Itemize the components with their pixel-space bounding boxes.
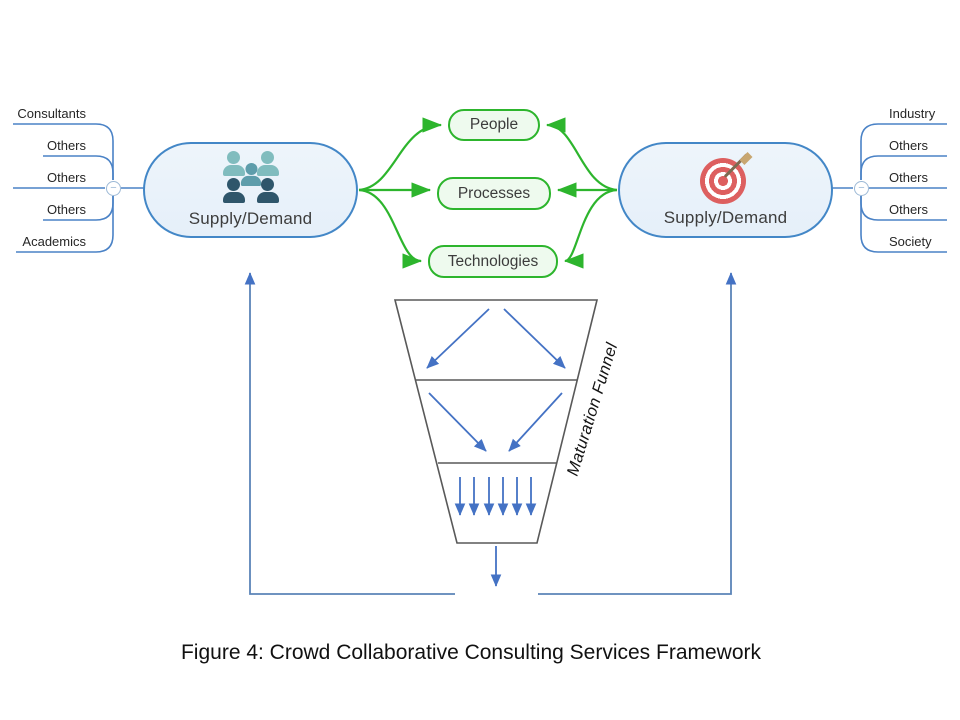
- left-branch-item-academics: Academics: [22, 234, 86, 249]
- people-group-icon: [218, 151, 284, 205]
- person-figure: [222, 151, 246, 177]
- funnel-stage2-arrows: [428, 392, 563, 452]
- center-box-technologies: Technologies: [428, 245, 558, 278]
- right-branch-lines: [831, 123, 947, 253]
- left-node-label: Supply/Demand: [188, 209, 313, 228]
- target-icon: [698, 152, 754, 204]
- right-green-arrows: [545, 117, 618, 269]
- right-branch-item-others-3: Others: [889, 202, 929, 217]
- left-branch-lines: [13, 123, 144, 253]
- right-node-label: Supply/Demand: [663, 208, 788, 227]
- center-box-people-label: People: [469, 116, 519, 133]
- left-supply-demand-node: Supply/Demand: [143, 142, 358, 238]
- left-collapse-toggle: −: [106, 181, 121, 196]
- center-box-technologies-label: Technologies: [447, 252, 539, 270]
- right-supply-demand-node: Supply/Demand: [618, 142, 833, 238]
- left-branch-item-others-1: Others: [46, 138, 86, 153]
- right-branch-item-society: Society: [889, 234, 932, 249]
- center-box-processes-label: Processes: [457, 184, 531, 202]
- person-figure: [239, 163, 261, 187]
- feedback-loop-arrows: [244, 272, 737, 595]
- funnel-stage1-arrows: [426, 308, 566, 369]
- center-box-people: People: [448, 109, 540, 141]
- left-branch-item-others-2: Others: [46, 170, 86, 185]
- person-figure: [222, 178, 246, 204]
- right-branch-item-others-1: Others: [889, 138, 929, 153]
- left-green-arrows: [358, 117, 443, 269]
- person-figure: [256, 151, 280, 177]
- left-branch-item-consultants: Consultants: [17, 106, 86, 121]
- right-collapse-toggle: −: [854, 181, 869, 196]
- right-branch-item-others-2: Others: [889, 170, 929, 185]
- left-branch-item-others-3: Others: [46, 202, 86, 217]
- dart-feather: [739, 152, 753, 165]
- center-box-processes: Processes: [437, 177, 551, 210]
- figure-caption: Figure 4: Crowd Collaborative Consulting…: [180, 641, 762, 664]
- person-figure: [256, 178, 280, 204]
- funnel-outline: [393, 299, 599, 544]
- funnel-stage3-arrows: [454, 477, 537, 516]
- right-branch-item-industry: Industry: [889, 106, 936, 121]
